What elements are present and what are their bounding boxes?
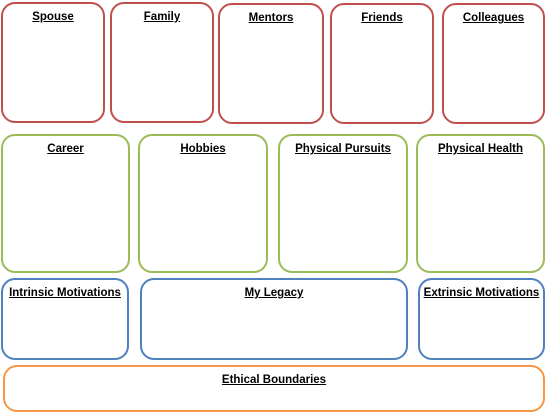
friends-box: Friends (330, 3, 434, 124)
career-label: Career (47, 143, 84, 155)
mentors-label: Mentors (248, 12, 294, 24)
colleagues-label: Colleagues (462, 12, 525, 24)
family-box: Family (110, 2, 214, 123)
my-legacy-box: My Legacy (140, 278, 408, 360)
friends-label: Friends (361, 12, 403, 24)
extrinsic-motivations-label: Extrinsic Motivations (423, 287, 540, 299)
ethical-boundaries-label: Ethical Boundaries (221, 374, 327, 386)
my-legacy-label: My Legacy (244, 287, 304, 299)
physical-health-label: Physical Health (437, 143, 523, 155)
intrinsic-motivations-label: Intrinsic Motivations (9, 287, 121, 299)
extrinsic-motivations-box: Extrinsic Motivations (418, 278, 545, 360)
intrinsic-motivations-box: Intrinsic Motivations (1, 278, 129, 360)
hobbies-label: Hobbies (180, 143, 226, 155)
spouse-label: Spouse (32, 11, 74, 23)
physical-pursuits-label: Physical Pursuits (295, 143, 391, 155)
colleagues-box: Colleagues (442, 3, 545, 124)
spouse-box: Spouse (1, 2, 105, 123)
career-box: Career (1, 134, 130, 273)
physical-health-box: Physical Health (416, 134, 545, 273)
mentors-box: Mentors (218, 3, 324, 124)
hobbies-box: Hobbies (138, 134, 268, 273)
ethical-boundaries-box: Ethical Boundaries (3, 365, 545, 412)
family-label: Family (143, 11, 181, 23)
physical-pursuits-box: Physical Pursuits (278, 134, 408, 273)
